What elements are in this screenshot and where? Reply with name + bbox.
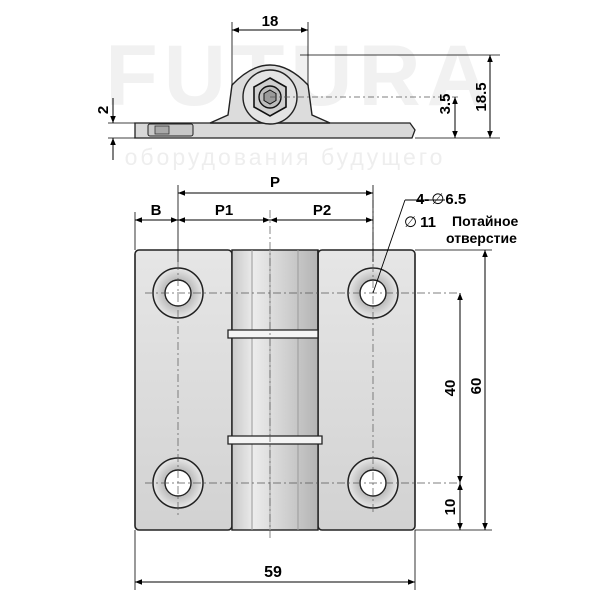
- dim-p1: P1: [215, 202, 233, 219]
- watermark-tagline: оборудования будущего: [125, 144, 446, 170]
- dim-side-offset: 3.5: [437, 94, 454, 115]
- dim-side-height: 18.5: [473, 82, 490, 111]
- dim-hole-edge: 10: [442, 499, 459, 516]
- countersink-callout: ∅11: [404, 214, 436, 231]
- dim-side-width: 18: [262, 13, 279, 30]
- dim-hole-spacing: 40: [442, 380, 459, 397]
- side-view-plate: [134, 122, 416, 139]
- side-view-screw-slot: [154, 125, 170, 135]
- callout-leader: [372, 199, 406, 294]
- dim-p2: P2: [313, 202, 331, 219]
- dim-overall-width: 59: [264, 564, 282, 581]
- hinge-knuckle: [231, 249, 319, 531]
- countersink-label-line1: Потайное: [452, 213, 519, 229]
- dim-overall-height: 60: [468, 378, 485, 395]
- knuckle-joint-lower: [227, 435, 323, 445]
- dim-p: P: [270, 174, 280, 191]
- dim-b: B: [151, 202, 162, 219]
- countersink-label-line2: отверстие: [446, 230, 517, 246]
- hole-callout: 4-∅6.5: [416, 191, 466, 208]
- knuckle-joint-upper: [227, 329, 319, 339]
- dim-side-thickness: 2: [95, 106, 112, 114]
- front-view: P B P1 P2 4-∅6.5 ∅11 Потайное отверстие …: [134, 174, 519, 590]
- side-view: 18 18.5 3.5 2: [95, 13, 500, 160]
